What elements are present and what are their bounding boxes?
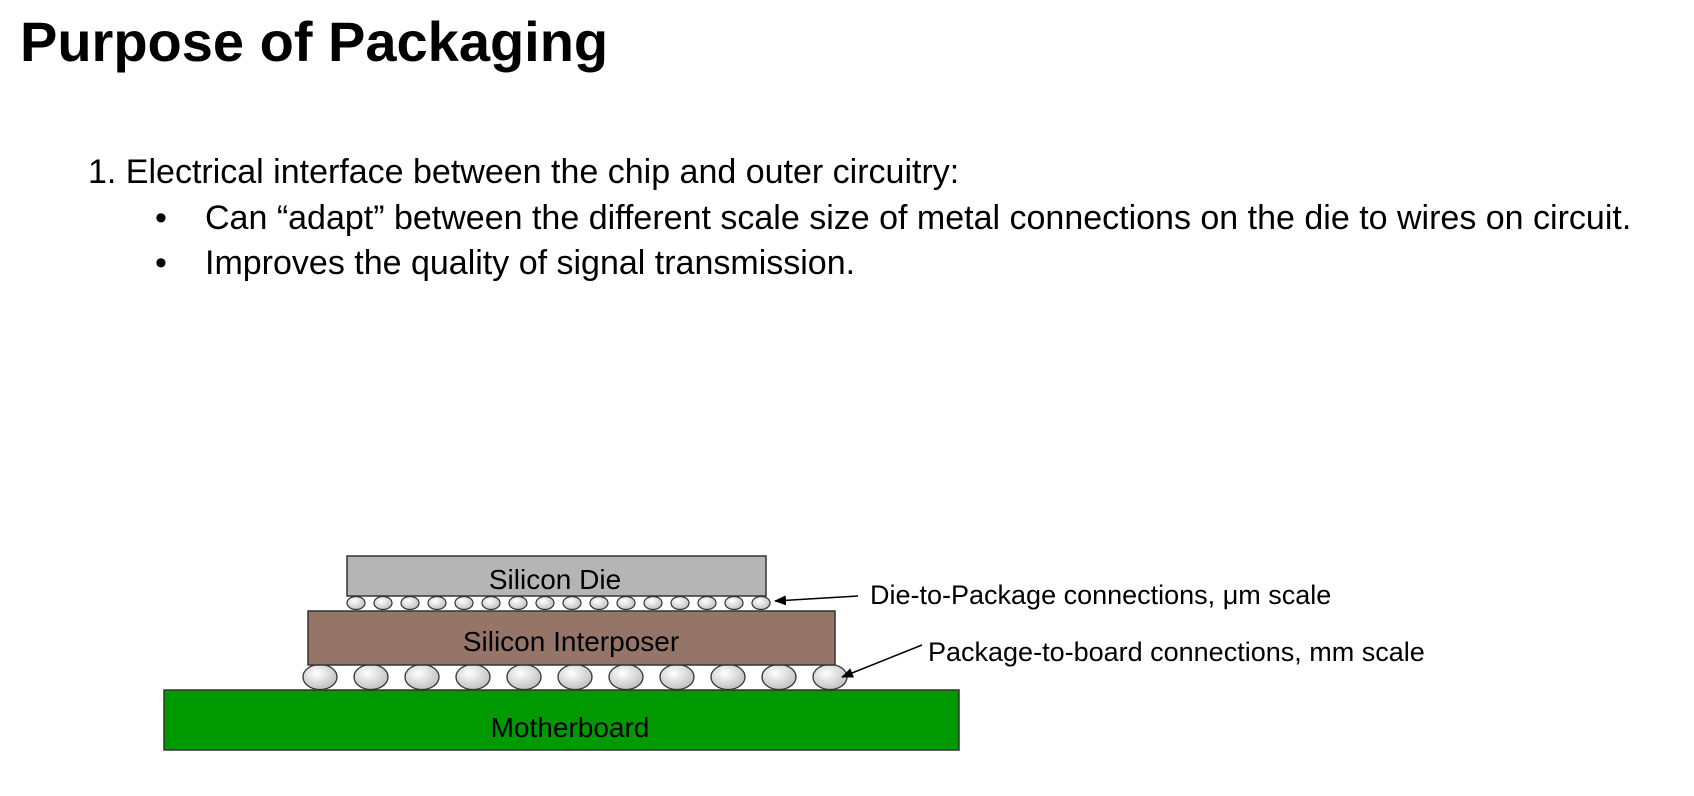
large-solder-bump bbox=[302, 663, 338, 691]
small-solder-bump bbox=[724, 595, 744, 611]
small-solder-bump bbox=[751, 595, 771, 611]
large-solder-bump bbox=[557, 663, 593, 691]
bullet-list: • Can “adapt” between the different scal… bbox=[155, 196, 1675, 286]
small-solder-bump bbox=[643, 595, 663, 611]
point-electrical-interface: 1. Electrical interface between the chip… bbox=[88, 153, 960, 191]
large-solder-bump bbox=[353, 663, 389, 691]
small-solder-bump bbox=[346, 595, 366, 611]
small-solder-bump bbox=[400, 595, 420, 611]
large-solder-bump bbox=[659, 663, 695, 691]
small-solder-bump bbox=[454, 595, 474, 611]
small-solder-bump bbox=[616, 595, 636, 611]
small-solder-bump bbox=[508, 595, 528, 611]
silicon-interposer-label: Silicon Interposer bbox=[463, 626, 679, 657]
large-solder-bump bbox=[404, 663, 440, 691]
silicon-die-label: Silicon Die bbox=[489, 564, 621, 595]
motherboard-label: Motherboard bbox=[491, 712, 650, 743]
large-solder-bump bbox=[812, 663, 848, 691]
motherboard-layer bbox=[163, 689, 960, 751]
small-solder-bump bbox=[535, 595, 555, 611]
board-bump-arrow bbox=[841, 644, 923, 678]
large-solder-bump bbox=[608, 663, 644, 691]
small-solder-bump bbox=[427, 595, 447, 611]
board-bump-annotation: Package-to-board connections, mm scale bbox=[928, 637, 1425, 667]
large-solder-bump bbox=[710, 663, 746, 691]
bullet-text: Improves the quality of signal transmiss… bbox=[205, 244, 856, 282]
small-solder-bump bbox=[589, 595, 609, 611]
package-to-board-bumps bbox=[302, 663, 848, 691]
silicon-die-layer bbox=[346, 555, 767, 597]
die-to-package-bumps bbox=[346, 595, 771, 611]
die-bump-annotation: Die-to-Package connections, μm scale bbox=[870, 580, 1331, 610]
bullet-item: • Improves the quality of signal transmi… bbox=[155, 241, 1675, 286]
small-solder-bump bbox=[562, 595, 582, 611]
bullet-dot: • bbox=[155, 199, 167, 237]
bullet-text: Can “adapt” between the different scale … bbox=[205, 199, 1632, 237]
silicon-interposer-layer bbox=[307, 610, 836, 666]
large-solder-bump bbox=[506, 663, 542, 691]
small-solder-bump bbox=[481, 595, 501, 611]
large-solder-bump bbox=[455, 663, 491, 691]
small-solder-bump bbox=[670, 595, 690, 611]
slide-title: Purpose of Packaging bbox=[20, 10, 609, 73]
bullet-dot: • bbox=[155, 244, 167, 282]
bullet-item: • Can “adapt” between the different scal… bbox=[155, 196, 1675, 241]
die-bump-arrow bbox=[774, 595, 859, 606]
large-solder-bump bbox=[761, 663, 797, 691]
small-solder-bump bbox=[697, 595, 717, 611]
small-solder-bump bbox=[373, 595, 393, 611]
